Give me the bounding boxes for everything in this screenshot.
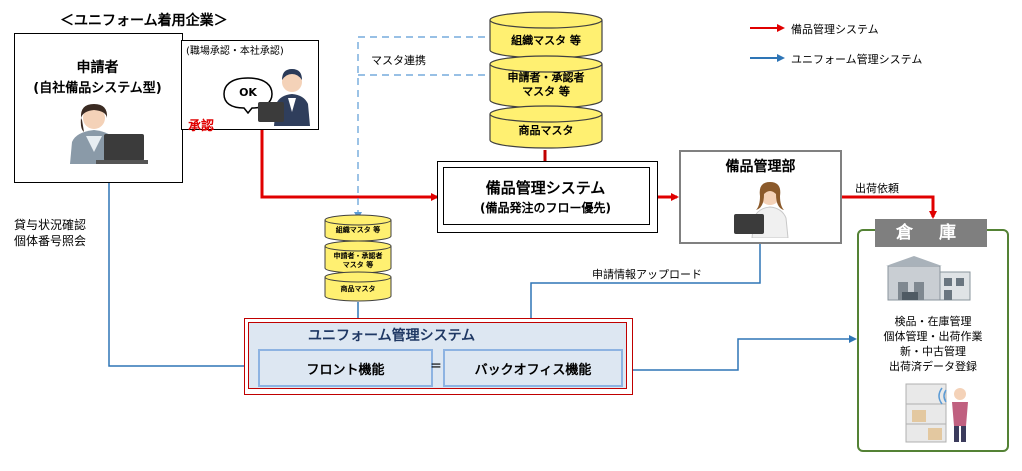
ok-label: OK — [239, 86, 257, 99]
upload-label: 申請情報アップロード — [592, 268, 702, 281]
applicant-person-icon — [70, 104, 148, 164]
warehouse-worker-icon — [905, 383, 968, 443]
company-header: ＜ユニフォーム着用企業＞ — [60, 13, 228, 29]
db-large-product: 商品マスタ — [518, 124, 574, 137]
lending-arrow — [105, 168, 264, 370]
ship-arrow — [838, 195, 937, 219]
warehouse-task-4: 出荷済データ登録 — [889, 360, 977, 373]
back-office-box — [443, 349, 623, 387]
front-function-label: フロント機能 — [306, 363, 385, 378]
dept-person-icon — [734, 182, 789, 238]
applicant-subtitle: (自社備品システム型) — [33, 81, 162, 96]
approver-person-icon — [258, 69, 310, 126]
bimgmt-subtitle: (備品発注のフロー優先) — [480, 201, 611, 215]
warehouse-building-icon — [886, 256, 971, 301]
db-small-org: 組織マスタ 等 — [335, 226, 381, 234]
bimgmt-box — [443, 167, 650, 225]
back-office-label: バックオフィス機能 — [474, 363, 592, 378]
upload-arrow — [527, 240, 761, 349]
master-link-label: マスタ連携 — [371, 54, 426, 67]
legend-red-label: 備品管理システム — [791, 23, 879, 36]
db-large-org: 組織マスタ 等 — [511, 34, 581, 47]
warehouse-task-2: 個体管理・出荷作業 — [883, 330, 983, 343]
warehouse-title: 倉 庫 — [875, 219, 987, 247]
applicant-title: 申請者 — [76, 60, 119, 76]
master-database-large — [489, 11, 603, 149]
front-function-box — [258, 349, 433, 387]
warehouse-task-1: 検品・在庫管理 — [894, 315, 972, 328]
db-small-applicant: 申請者・承認者 — [333, 252, 383, 260]
warehouse-task-3: 新・中古管理 — [900, 345, 966, 358]
legend-blue-label: ユニフォーム管理システム — [791, 53, 923, 66]
equals-sign: = — [430, 358, 442, 374]
master-link-line — [357, 36, 490, 217]
serial-lookup-label: 個体番号照会 — [14, 234, 87, 248]
warehouse-sync-arrow — [616, 335, 857, 374]
order-arrow — [260, 122, 439, 201]
bimgmt-title: 備品管理システム — [485, 179, 606, 197]
approval-note: (職場承認・本社承認) — [186, 46, 284, 57]
approve-label: 承認 — [188, 119, 215, 134]
db-large-applicant-2: マスタ 等 — [522, 85, 570, 98]
db-small-applicant-2: マスタ 等 — [342, 261, 374, 269]
db-large-applicant: 申請者・承認者 — [507, 71, 585, 84]
master-database-small — [324, 214, 392, 302]
lending-status-label: 貸与状況確認 — [14, 218, 87, 232]
uniform-system-title: ユニフォーム管理システム — [308, 328, 476, 344]
ship-request-label: 出荷依頼 — [855, 182, 899, 195]
dept-title: 備品管理部 — [725, 159, 796, 175]
db-small-product: 商品マスタ — [340, 285, 376, 293]
